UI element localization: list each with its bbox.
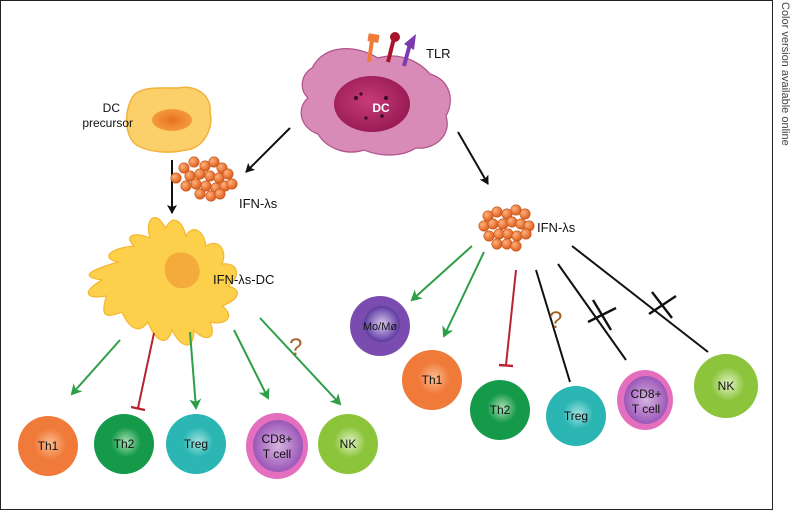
right-nk-label: NK [718, 379, 735, 393]
ifn-lambda-particle [214, 188, 226, 200]
right-mo-cell: Mo/Mø [350, 296, 410, 356]
ifn-lambda-particle [199, 160, 211, 172]
ifn-lambda-particle [188, 156, 200, 168]
right-to-mo-activation [410, 245, 473, 302]
right-cd8-label-line1: CD8+ [630, 387, 661, 401]
left-nk-cell: NK [318, 414, 378, 474]
ifn-lambda-dc-cell [87, 217, 238, 346]
right-cd8-t-cell: CD8+ T cell [617, 370, 673, 430]
ifn-lambda-particle [478, 220, 490, 232]
ifn-lambda-particle [205, 190, 217, 202]
ifn-lambda-particle [520, 228, 532, 240]
ifn-lambda-particle [170, 172, 182, 184]
left-treg-label: Treg [184, 437, 208, 451]
ifn-lambda-particle [501, 238, 513, 250]
right-to-nk-no-effect [571, 245, 709, 353]
ifn-lambda-particle [502, 228, 514, 240]
right-to-cd8-block-mark-2 [587, 306, 617, 324]
right-to-cd8-no-effect [557, 263, 627, 361]
ifn-lambda-particle [487, 218, 499, 230]
dc-precursor-cell [125, 86, 212, 153]
ifn-lambda-particles-right [478, 204, 535, 252]
left-th1-cell: Th1 [18, 416, 78, 476]
figure-frame [0, 0, 773, 510]
right-th1-cell: Th1 [402, 350, 462, 410]
right-unknown-mark: ? [549, 307, 562, 334]
left-th1-label: Th1 [38, 439, 59, 453]
ifn-lambda-particle [506, 216, 518, 228]
right-to-th1-activation [442, 251, 485, 338]
ifn-lambda-particle [208, 156, 220, 168]
ifn-lambda-particle [204, 170, 216, 182]
right-treg-label: Treg [564, 409, 588, 423]
left-target-cells: Th1 Th2 Treg CD8+ T cell NK [18, 413, 378, 479]
dc-to-left-ifn-arrow [245, 127, 291, 173]
left-to-th1-activation [70, 339, 121, 396]
ifn-lambda-particle [190, 178, 202, 190]
ifn-lambda-particle [510, 204, 522, 216]
ifn-lambda-particle [226, 178, 238, 190]
ifn-lambda-particle [194, 168, 206, 180]
left-effects: ? [70, 317, 342, 412]
ifn-lambda-particle [194, 188, 206, 200]
ifn-lambda-particle [482, 210, 494, 222]
right-to-th2-inhibition-bar [498, 363, 514, 368]
dc-label: DC [372, 101, 390, 115]
left-nk-label: NK [340, 437, 357, 451]
left-to-cd8-activation [233, 329, 270, 400]
ifn-lambda-particle [491, 238, 503, 250]
color-version-note: Color version available online [776, 2, 794, 507]
ifn-lambda-particles-left [170, 156, 238, 202]
right-th1-label: Th1 [422, 373, 443, 387]
ifn-lambda-particle [501, 208, 513, 220]
dc-precursor-label-line2: precursor [82, 116, 133, 130]
ifn-lambda-dc-label: IFN-λs-DC [213, 272, 274, 287]
right-nk-cell: NK [694, 354, 758, 418]
left-cd8-t-cell: CD8+ T cell [246, 413, 308, 479]
ifn-lambda-particle [510, 240, 522, 252]
right-target-cells: Mo/Mø Th1 Th2 Treg CD8+ T cell NK [350, 296, 758, 446]
tlr-label: TLR [426, 46, 451, 61]
ifn-lambda-particle [483, 230, 495, 242]
dc-to-right-ifn-arrow [457, 131, 489, 185]
left-ifn-lambda-label: IFN-λs [239, 196, 278, 211]
ifn-lambda-particle [180, 180, 192, 192]
right-cd8-label-line2: T cell [632, 402, 660, 416]
left-treg-cell: Treg [166, 414, 226, 474]
dendritic-cell: DC [300, 48, 451, 156]
ifn-lambda-particle [491, 206, 503, 218]
right-to-nk-block-mark-2 [648, 295, 677, 315]
ifn-lambda-diagram: DC TLR DC precursor IFN-λs IFN-λs IFN-λs… [18, 32, 758, 479]
dc-precursor-label-line1: DC [103, 101, 121, 115]
ifn-lambda-particle [222, 168, 234, 180]
right-effects: ? [410, 245, 709, 383]
ifn-lambda-particle [213, 172, 225, 184]
ifn-lambda-particle [178, 162, 190, 174]
ifn-lambda-particle [511, 230, 523, 242]
right-to-treg-no-effect [535, 269, 571, 383]
left-unknown-mark: ? [289, 334, 302, 361]
left-th2-label: Th2 [114, 437, 135, 451]
left-to-treg-activation [189, 331, 202, 410]
color-version-text: Color version available online [779, 2, 791, 146]
left-cd8-label-line2: T cell [263, 447, 291, 461]
left-to-th2-inhibition [137, 332, 155, 409]
right-th2-cell: Th2 [470, 380, 530, 440]
tlr-receptors [367, 32, 416, 67]
left-cd8-label-line1: CD8+ [261, 432, 292, 446]
right-ifn-lambda-label: IFN-λs [537, 220, 576, 235]
left-to-nk-activation [259, 317, 342, 406]
ifn-lambda-particle [519, 208, 531, 220]
right-mo-label: Mo/Mø [363, 321, 398, 333]
left-to-th2-inhibition-bar [130, 405, 146, 412]
right-th2-label: Th2 [490, 403, 511, 417]
ifn-lambda-particle [497, 218, 509, 230]
left-th2-cell: Th2 [94, 414, 154, 474]
right-treg-cell: Treg [546, 386, 606, 446]
right-to-th2-inhibition [505, 269, 517, 366]
